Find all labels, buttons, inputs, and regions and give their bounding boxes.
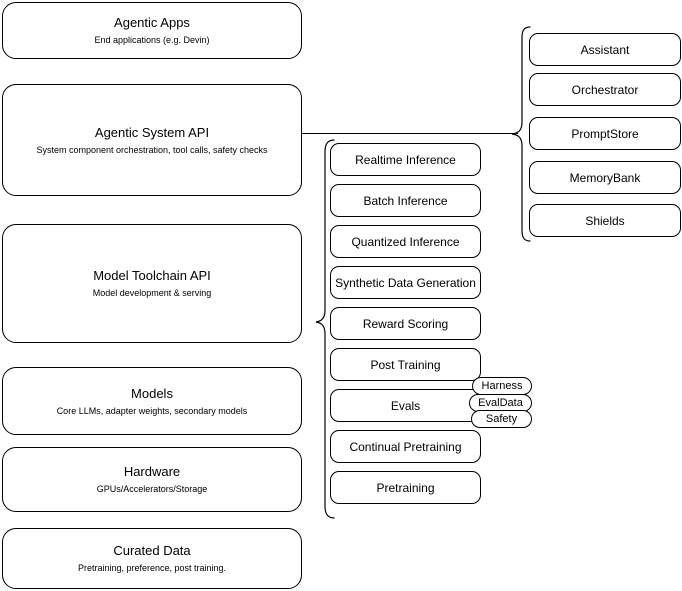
toolchain-box-reward-scoring[interactable]: Reward Scoring	[330, 307, 481, 340]
toolchain-box-batch-inference[interactable]: Batch Inference	[330, 184, 481, 217]
stack-box-model-toolchain-api[interactable]: Model Toolchain API Model development & …	[2, 224, 302, 343]
toolchain-box-realtime-inference[interactable]: Realtime Inference	[330, 143, 481, 176]
stack-box-agentic-system-api[interactable]: Agentic System API System component orch…	[2, 84, 302, 196]
toolchain-box-synthetic-data-generation[interactable]: Synthetic Data Generation	[330, 266, 481, 299]
toolchain-box-evals[interactable]: Evals	[330, 389, 481, 422]
stack-box-subtitle: Model development & serving	[92, 288, 212, 298]
toolchain-box-post-training[interactable]: Post Training	[330, 348, 481, 381]
connector-system-api-to-components	[302, 133, 518, 134]
evals-tag-harness[interactable]: Harness	[472, 377, 532, 395]
stack-box-subtitle: System component orchestration, tool cal…	[36, 144, 268, 155]
toolchain-box-pretraining[interactable]: Pretraining	[330, 471, 481, 504]
stack-box-title: Models	[131, 385, 173, 401]
evals-tag-safety[interactable]: Safety	[471, 410, 532, 428]
stack-box-subtitle: End applications (e.g. Devin)	[94, 35, 210, 45]
stack-box-subtitle: Core LLMs, adapter weights, secondary mo…	[56, 405, 248, 416]
stack-box-title: Hardware	[123, 464, 181, 479]
stack-box-hardware[interactable]: Hardware GPUs/Accelerators/Storage	[2, 447, 302, 512]
stack-box-curated-data[interactable]: Curated Data Pretraining, preference, po…	[2, 528, 302, 589]
stack-box-subtitle: GPUs/Accelerators/Storage	[96, 484, 208, 494]
system-box-shields[interactable]: Shields	[529, 204, 681, 237]
toolchain-box-quantized-inference[interactable]: Quantized Inference	[330, 225, 481, 258]
system-box-memorybank[interactable]: MemoryBank	[529, 161, 681, 194]
stack-box-title: Agentic Apps	[114, 15, 190, 30]
stack-box-title: Model Toolchain API	[93, 268, 211, 283]
system-box-promptstore[interactable]: PromptStore	[529, 117, 681, 150]
stack-box-title: Agentic System API	[94, 124, 210, 140]
system-box-orchestrator[interactable]: Orchestrator	[529, 73, 681, 106]
stack-box-subtitle: Pretraining, preference, post training.	[77, 563, 227, 573]
stack-box-agentic-apps[interactable]: Agentic Apps End applications (e.g. Devi…	[2, 2, 302, 59]
stack-box-title: Curated Data	[113, 543, 191, 558]
system-box-assistant[interactable]: Assistant	[529, 33, 681, 66]
stack-box-models[interactable]: Models Core LLMs, adapter weights, secon…	[2, 367, 302, 435]
toolchain-box-continual-pretraining[interactable]: Continual Pretraining	[330, 430, 481, 463]
